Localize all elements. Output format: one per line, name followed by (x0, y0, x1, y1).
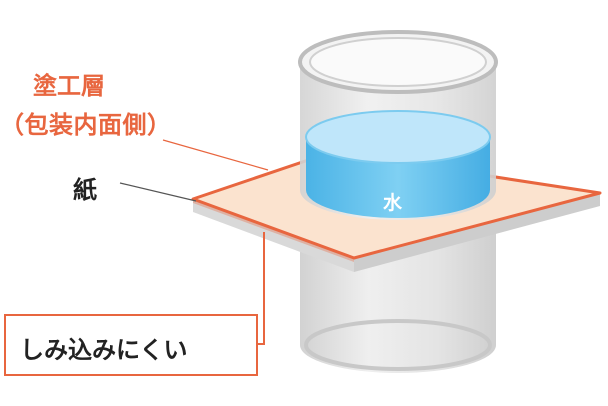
water-label: 水 (383, 192, 403, 214)
coating-leader-line (162, 139, 269, 171)
result-callout: しみ込みにくい (4, 314, 258, 376)
result-leader-line (258, 232, 265, 345)
water (305, 110, 491, 218)
paper-leader-line (119, 182, 197, 202)
coating-layer-label: 塗工層 (33, 72, 105, 100)
coating-layer-sublabel: （包装内面側） (0, 111, 172, 139)
result-label: しみ込みにくい (20, 336, 188, 364)
paper-label: 紙 (73, 176, 97, 204)
